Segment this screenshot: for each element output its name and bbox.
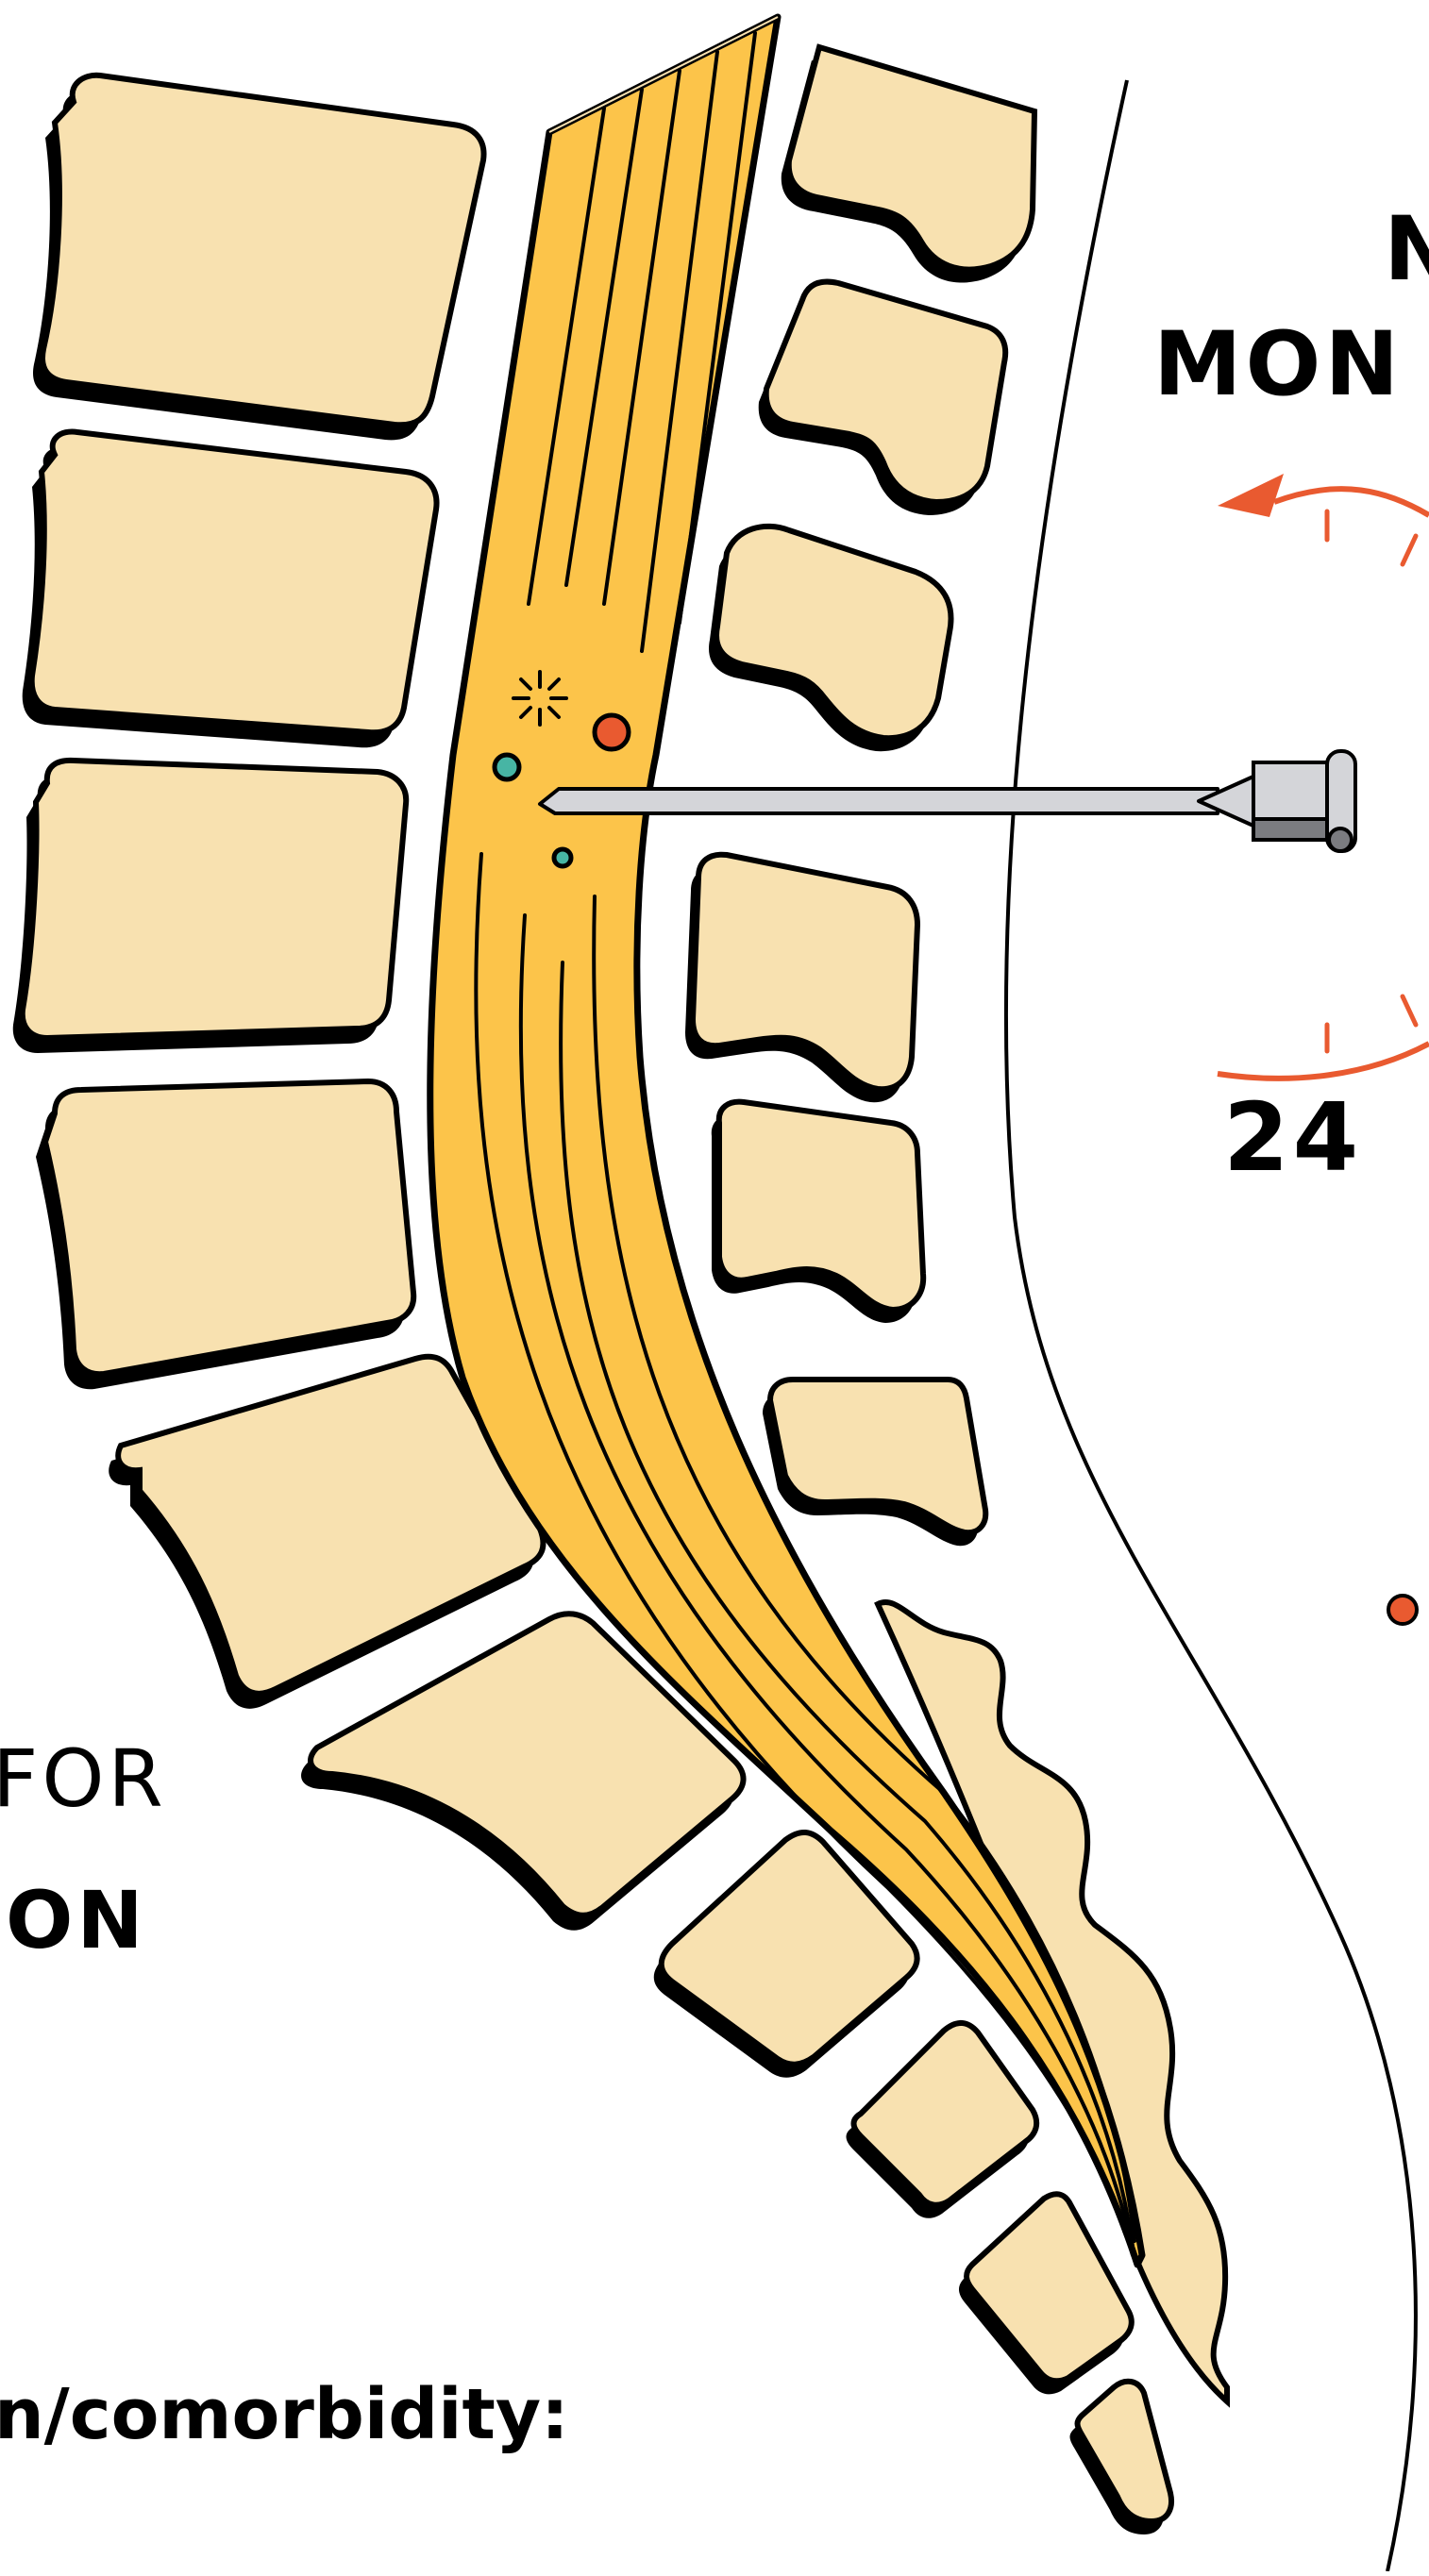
gauge-arc <box>1218 996 1429 1079</box>
gauge-value: 24 <box>1223 1082 1362 1193</box>
left-text-line-2: ON <box>6 1874 147 1966</box>
marker-dot-small <box>554 849 571 866</box>
bullet-dot-icon <box>1388 1596 1417 1624</box>
vertebra-l1 <box>42 75 484 426</box>
spinal-needle <box>540 751 1355 851</box>
spinous-process-3 <box>716 527 950 738</box>
left-text-line-1: FOR <box>0 1732 167 1825</box>
vertebra-l4 <box>45 1081 413 1374</box>
heading-line-2: MON <box>1153 313 1403 416</box>
vertebra-l2 <box>32 432 437 733</box>
heading-line-1: N <box>1384 198 1429 301</box>
curved-arrow-icon <box>1218 474 1429 564</box>
coccyx-segment-2 <box>1078 2382 1172 2521</box>
spinous-process-2 <box>766 282 1005 502</box>
marker-dot-teal <box>495 755 519 779</box>
bottom-caption: n/comorbidity: <box>0 2374 569 2455</box>
coccyx-segment-1 <box>967 2194 1132 2381</box>
sacral-segment-2 <box>854 2023 1037 2205</box>
vertebra-l3 <box>23 761 406 1038</box>
marker-dot-orange <box>595 715 629 749</box>
